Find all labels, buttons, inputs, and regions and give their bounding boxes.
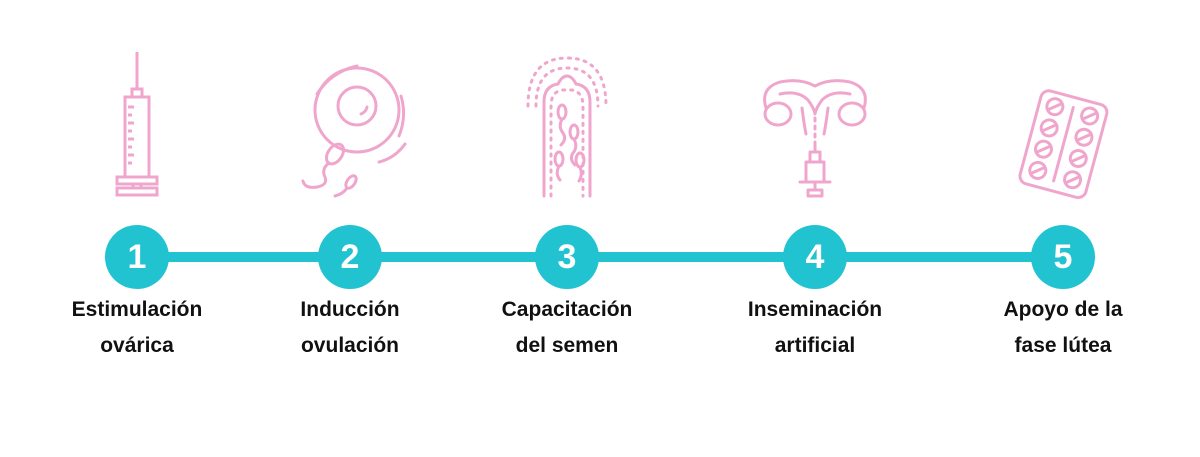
sperm-capacitation-icon <box>492 44 642 200</box>
step-2: 2 Inducción ovulación <box>240 0 460 457</box>
step-label-line1: Apoyo de la <box>1003 298 1123 321</box>
step-label-line2: del semen <box>515 334 619 357</box>
step-label: Apoyo de la fase lútea <box>953 292 1173 364</box>
step-number-badge: 5 <box>1031 225 1095 289</box>
step-label-line2: ovárica <box>100 334 174 357</box>
step-label: Estimulación ovárica <box>27 292 247 364</box>
step-label-line2: fase lútea <box>1014 334 1112 357</box>
syringe-icon <box>62 44 212 200</box>
step-label: Inducción ovulación <box>240 292 460 364</box>
step-label-line1: Estimulación <box>71 298 203 321</box>
step-label-line1: Inseminación <box>747 298 883 321</box>
step-1: 1 Estimulación ovárica <box>27 0 247 457</box>
pill-blister-icon <box>988 44 1138 200</box>
uterus-insemination-icon <box>740 44 890 200</box>
step-label: Capacitación del semen <box>457 292 677 364</box>
step-number-badge: 4 <box>783 225 847 289</box>
step-5: 5 Apoyo de la fase lútea <box>953 0 1173 457</box>
step-number-badge: 2 <box>318 225 382 289</box>
step-4: 4 Inseminación artificial <box>705 0 925 457</box>
step-label: Inseminación artificial <box>705 292 925 364</box>
step-label-line2: ovulación <box>300 334 400 357</box>
step-3: 3 Capacitación del semen <box>457 0 677 457</box>
step-number-badge: 3 <box>535 225 599 289</box>
timeline-connector <box>137 252 1063 262</box>
step-label-line1: Capacitación <box>501 298 633 321</box>
step-number-badge: 1 <box>105 225 169 289</box>
egg-sperm-icon <box>275 44 425 200</box>
step-label-line1: Inducción <box>300 298 400 321</box>
step-label-line2: artificial <box>774 334 856 357</box>
